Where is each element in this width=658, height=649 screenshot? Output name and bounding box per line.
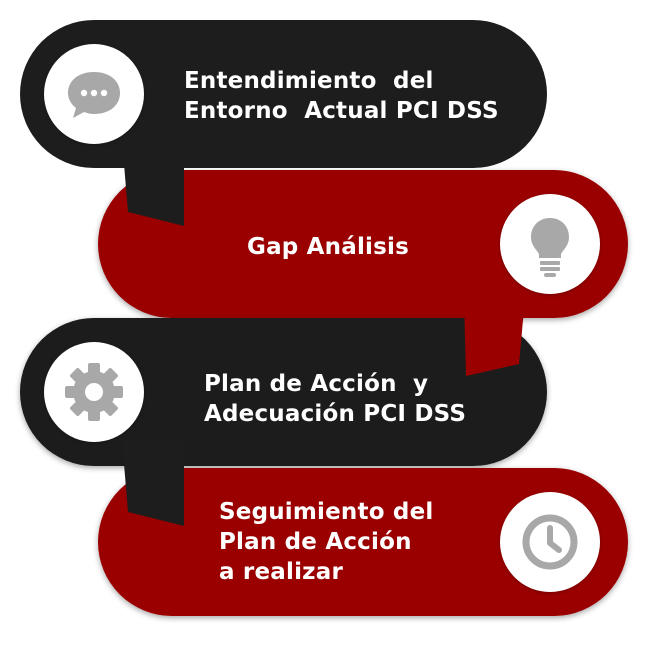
step-2-line-1: Gap Análisis (247, 234, 409, 260)
arrow-step-2-to-3 (464, 298, 525, 376)
arrow-step-3-to-4 (122, 440, 184, 526)
clock-icon (522, 514, 578, 570)
step-4-line-1: Seguimiento del (219, 499, 434, 525)
step-2-label: Gap Análisis (247, 232, 409, 262)
step-4-label: Seguimiento del Plan de Acción a realiza… (219, 497, 433, 587)
step-1-pill (20, 20, 547, 168)
step-3-line-1: Plan de Acción y (204, 371, 429, 397)
step-1-label: Entendimiento del Entorno Actual PCI DSS (184, 66, 499, 126)
arrow-step-1-to-2 (122, 140, 184, 226)
step-3-line-2: Adecuación PCI DSS (204, 401, 467, 427)
step-4-line-2: Plan de Acción (219, 529, 412, 555)
step-1-icon-circle (44, 44, 144, 144)
step-4-icon-circle (500, 492, 600, 592)
gear-icon (65, 363, 123, 421)
step-1-line-1: Entendimiento del (184, 68, 434, 94)
step-3-pill (20, 318, 547, 466)
step-2-pill (98, 170, 628, 318)
lightbulb-icon (531, 218, 569, 277)
step-3-icon-circle (44, 342, 144, 442)
chat-bubble-icon (68, 72, 120, 118)
step-3-label: Plan de Acción y Adecuación PCI DSS (204, 369, 466, 429)
step-4-line-3: a realizar (219, 559, 344, 585)
step-1-line-2: Entorno Actual PCI DSS (184, 98, 499, 124)
step-4-pill (98, 468, 628, 616)
step-2-icon-circle (500, 194, 600, 294)
